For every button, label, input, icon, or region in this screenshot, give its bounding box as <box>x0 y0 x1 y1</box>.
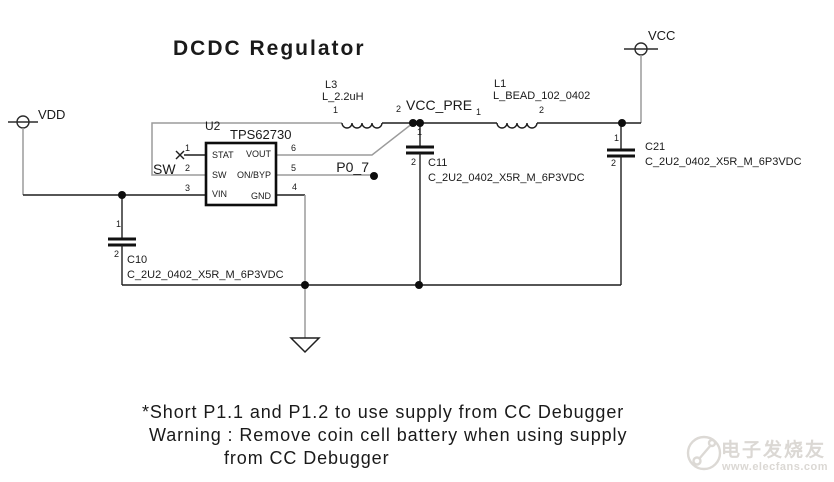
inductor-coil-icon <box>341 122 383 129</box>
junction-dot <box>409 119 417 127</box>
vcc-power-port: VCC <box>624 28 675 123</box>
note-line-1: *Short P1.1 and P1.2 to use supply from … <box>142 402 624 422</box>
watermark-brand: 电子发烧友 <box>721 438 826 461</box>
pin-number: 1 <box>333 105 338 115</box>
pin-number: 1 <box>185 143 190 153</box>
watermark-logo-node <box>707 438 717 448</box>
pin-name-vin: VIN <box>212 189 227 199</box>
wire-sw-loop <box>151 122 342 176</box>
l3-value: L_2.2uH <box>322 91 364 103</box>
net-label-p07: P0_7 <box>336 159 369 175</box>
l1-refdes: L1 <box>494 78 506 90</box>
capacitor-c11: 1 2 C11 C_2U2_0402_X5R_M_6P3VDC <box>406 123 585 285</box>
l1-value: L_BEAD_102_0402 <box>493 90 590 102</box>
wire-vout-to-vccpre <box>276 122 414 156</box>
pin-number: 1 <box>116 219 121 229</box>
pin-name-vout: VOUT <box>246 149 272 159</box>
ic-partnumber: TPS62730 <box>230 127 291 142</box>
watermark-logo-trace <box>698 444 712 460</box>
p07-terminal-dot <box>370 172 378 180</box>
junction-dot <box>415 281 423 289</box>
no-connect-x-2 <box>175 150 185 160</box>
ground-triangle-icon <box>289 337 321 354</box>
vdd-port-label: VDD <box>38 107 65 122</box>
pin-number: 1 <box>476 107 481 117</box>
capacitor-c21: 1 2 C21 C_2U2_0402_X5R_M_6P3VDC <box>607 123 802 285</box>
junction-dot <box>416 119 424 127</box>
pin-number: 1 <box>614 133 619 143</box>
vdd-power-port: VDD <box>8 107 65 195</box>
inductor-l3: L3 L_2.2uH 1 2 <box>322 79 401 129</box>
junction-dot <box>618 119 626 127</box>
vcc-port-label: VCC <box>648 28 675 43</box>
pin-name-stat: STAT <box>212 150 234 160</box>
pin-name-sw: SW <box>212 170 227 180</box>
pin-number: 2 <box>539 105 544 115</box>
net-label-vccpre: VCC_PRE <box>406 97 472 113</box>
inductor-coil-icon <box>496 122 538 129</box>
c10-value: C_2U2_0402_X5R_M_6P3VDC <box>127 269 284 281</box>
watermark-logo-icon <box>686 435 722 471</box>
pin-number: 1 <box>417 127 422 137</box>
page-title: DCDC Regulator <box>173 37 366 60</box>
net-label-sw: SW <box>153 161 176 177</box>
l3-refdes: L3 <box>325 79 337 91</box>
pin-number: 2 <box>411 157 416 167</box>
no-connect-x-icon <box>175 150 185 160</box>
capacitor-c10: 1 2 C10 C_2U2_0402_X5R_M_6P3VDC <box>108 195 284 285</box>
pin-number: 3 <box>185 183 190 193</box>
pin-number: 2 <box>396 104 401 114</box>
note-line-3: from CC Debugger <box>224 448 389 468</box>
pin-number: 6 <box>291 143 296 153</box>
pin-number: 4 <box>292 182 297 192</box>
watermark-logo-node <box>692 456 702 466</box>
ic-body <box>204 141 278 207</box>
junction-dot <box>118 191 126 199</box>
pin-number: 2 <box>114 249 119 259</box>
ground-symbol <box>289 285 321 354</box>
c11-refdes: C11 <box>428 157 447 169</box>
pin-number: 5 <box>291 163 296 173</box>
annotation-notes: *Short P1.1 and P1.2 to use supply from … <box>142 402 627 468</box>
c21-value: C_2U2_0402_X5R_M_6P3VDC <box>645 156 802 168</box>
pin-name-onbyp: ON/BYP <box>237 170 271 180</box>
watermark: 电子发烧友 www.elecfans.com <box>686 435 828 473</box>
c10-refdes: C10 <box>127 254 147 266</box>
c21-refdes: C21 <box>645 141 665 153</box>
ic-u2: U2 TPS62730 1 2 3 6 5 4 STAT SW VIN VOUT… <box>185 119 297 207</box>
watermark-site: www.elecfans.com <box>721 461 828 473</box>
pin-number: 2 <box>185 163 190 173</box>
inductor-l1: L1 L_BEAD_102_0402 1 2 <box>476 78 590 129</box>
c11-value: C_2U2_0402_X5R_M_6P3VDC <box>428 172 585 184</box>
pin-name-gnd: GND <box>251 191 272 201</box>
junction-dot <box>301 281 309 289</box>
ic-refdes: U2 <box>205 119 221 133</box>
note-line-2: Warning : Remove coin cell battery when … <box>149 425 627 445</box>
pin-number: 2 <box>611 158 616 168</box>
